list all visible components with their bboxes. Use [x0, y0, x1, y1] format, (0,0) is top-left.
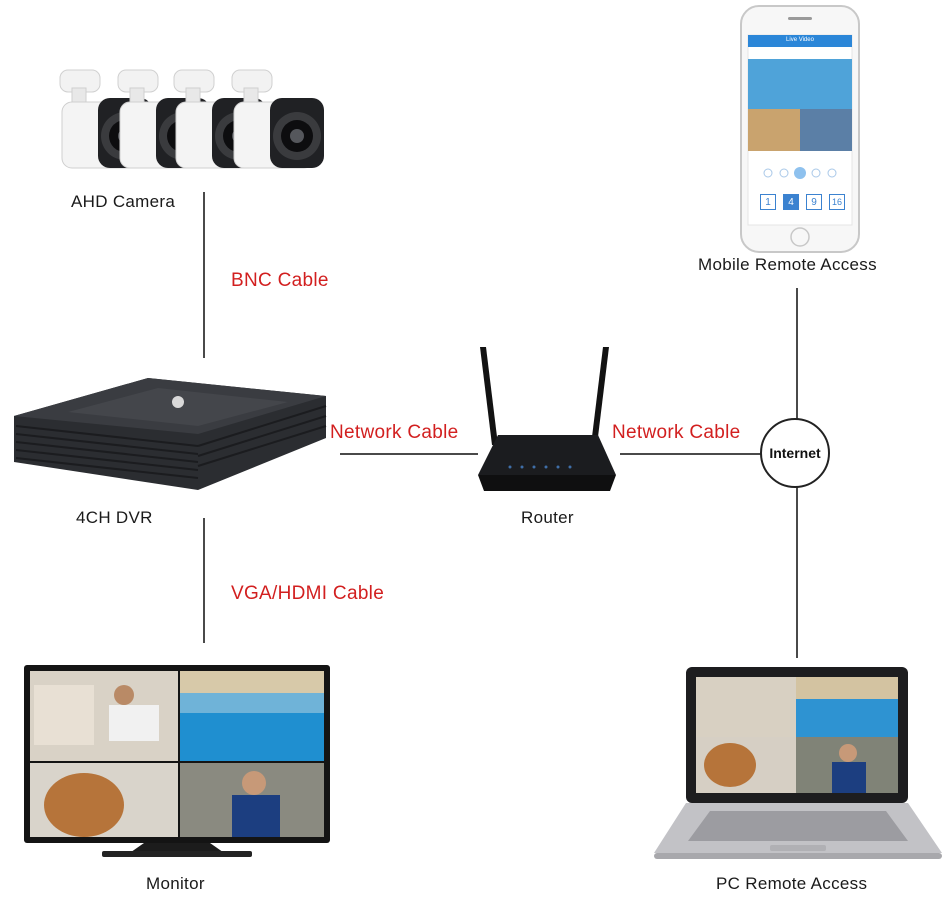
bnc-connector-line	[203, 192, 205, 358]
vga-connector-line	[203, 518, 205, 643]
internet-node: Internet	[760, 418, 830, 488]
vga-hdmi-cable-label: VGA/HDMI Cable	[231, 583, 385, 604]
grid-1-button[interactable]: 1	[760, 194, 776, 210]
pc-label: PC Remote Access	[716, 874, 868, 893]
grid-9-button[interactable]: 9	[806, 194, 822, 210]
bnc-cable-label: BNC Cable	[231, 270, 329, 291]
ahd-camera-image	[59, 69, 324, 169]
dvr-image	[14, 378, 327, 490]
dvr-label: 4CH DVR	[76, 508, 153, 527]
network-line-right	[620, 453, 762, 455]
phone-app-title: Live Video	[786, 37, 814, 43]
router-label: Router	[521, 508, 574, 527]
mobile-phone-image	[740, 5, 860, 253]
monitor-label: Monitor	[146, 874, 205, 893]
monitor-image	[24, 665, 330, 857]
network-cable-right-label: Network Cable	[612, 422, 741, 443]
mobile-label: Mobile Remote Access	[698, 255, 877, 274]
router-image	[478, 347, 616, 491]
camera-label: AHD Camera	[71, 192, 176, 211]
grid-16-button[interactable]: 16	[829, 194, 845, 210]
network-line-left	[340, 453, 478, 455]
laptop-image	[654, 667, 942, 859]
internet-line-down	[796, 486, 798, 658]
grid-4-button[interactable]: 4	[783, 194, 799, 210]
network-cable-left-label: Network Cable	[330, 422, 459, 443]
internet-line-up	[796, 288, 798, 420]
phone-grid-buttons: 1 4 9 16	[760, 194, 845, 210]
